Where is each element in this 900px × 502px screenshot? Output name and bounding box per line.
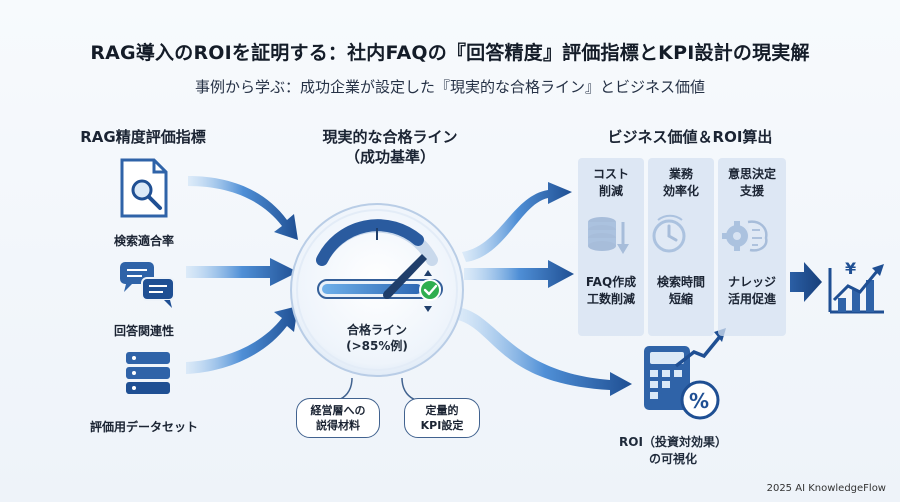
svg-text:¥: ¥ xyxy=(845,259,856,278)
arrow-final xyxy=(790,262,822,302)
panel-foot-line: 工数削減 xyxy=(586,292,635,306)
input-arrows xyxy=(186,176,298,374)
metric-label-eval-dataset: 評価用データセット xyxy=(89,420,198,434)
panel-foot-line: ナレッジ xyxy=(727,275,776,289)
arrow-mid-right xyxy=(464,260,574,288)
database-stack-icon xyxy=(126,352,170,394)
roi-label: ROI（投資対効果） の可視化 xyxy=(598,434,748,468)
pill-executive-persuasion: 経営層への 説得材料 xyxy=(296,398,380,438)
roi-label-line: ROI（投資対効果） xyxy=(619,435,727,449)
footer-credit: 2025 AI KnowledgeFlow xyxy=(766,483,886,494)
main-title: RAG導入のROIを証明する：社内FAQの『回答精度』評価指標とKPI設計の現実… xyxy=(90,42,810,64)
metric-label-retrieval-precision: 検索適合率 xyxy=(113,234,174,248)
panel-title-line: 業務 xyxy=(668,167,693,181)
metric-label-answer-relevance: 回答関連性 xyxy=(113,324,174,338)
gauge-label-threshold: (>85%例) xyxy=(346,339,408,353)
subtitle: 事例から学ぶ：成功企業が設定した『現実的な合格ライン』とビジネス価値 xyxy=(194,78,705,96)
pill-line: 経営層への xyxy=(310,404,366,417)
panel-foot-line: 短縮 xyxy=(668,292,693,306)
output-arrows xyxy=(458,182,822,396)
arrow-bottom-right xyxy=(458,308,632,396)
panel-efficiency: 業務 効率化 検索時間 短縮 xyxy=(648,158,714,336)
panel-title-line: 効率化 xyxy=(662,184,699,198)
gauge-label-title: 合格ライン xyxy=(346,323,407,337)
pill-quantitative-kpi: 定量的 KPI設定 xyxy=(404,398,480,438)
document-search-icon xyxy=(120,158,168,218)
panel-title-line: コスト xyxy=(592,167,629,181)
arrow-bottom-left xyxy=(186,306,298,374)
pill-line: KPI設定 xyxy=(420,419,464,432)
chat-bubbles-icon xyxy=(120,262,175,308)
pill-line: 説得材料 xyxy=(316,419,360,432)
success-gauge xyxy=(290,203,464,377)
svg-text:%: % xyxy=(689,389,709,413)
section-title-business-value: ビジネス価値＆ROI算出 xyxy=(607,128,773,146)
panel-title-line: 意思決定 xyxy=(727,167,776,181)
panel-title-line: 支援 xyxy=(739,184,764,198)
yen-growth-chart-icon: ¥ xyxy=(828,259,884,314)
pill-line: 定量的 xyxy=(425,404,459,417)
panel-foot-line: 活用促進 xyxy=(727,292,776,306)
arrow-top-right xyxy=(462,182,572,262)
panel-foot-line: 検索時間 xyxy=(656,275,705,289)
section-title-success-line: 現実的な合格ライン xyxy=(322,128,458,146)
calculator-percent-icon: % xyxy=(644,328,726,420)
check-badge xyxy=(419,279,441,301)
gauge-label: 合格ライン (>85%例) xyxy=(317,322,437,354)
panel-foot-line: FAQ作成 xyxy=(585,275,637,289)
gauge-needle xyxy=(384,254,427,298)
panel-decision-support: 意思決定 支援 ナレッジ 活用促進 xyxy=(718,158,786,336)
panel-title-line: 削減 xyxy=(598,184,623,198)
section-title-metrics: RAG精度評価指標 xyxy=(80,128,206,146)
roi-label-line: の可視化 xyxy=(648,452,697,466)
check-mark xyxy=(423,284,438,296)
panel-cost-reduction: コスト 削減 FAQ作成 工数削減 xyxy=(578,158,644,336)
arrow-top-left xyxy=(188,176,298,240)
gauge-arc-fill xyxy=(316,219,424,266)
section-title-success-criteria: （成功基準） xyxy=(344,148,435,166)
gauge-bar-fill xyxy=(322,284,422,294)
arrow-mid-left xyxy=(186,258,298,286)
